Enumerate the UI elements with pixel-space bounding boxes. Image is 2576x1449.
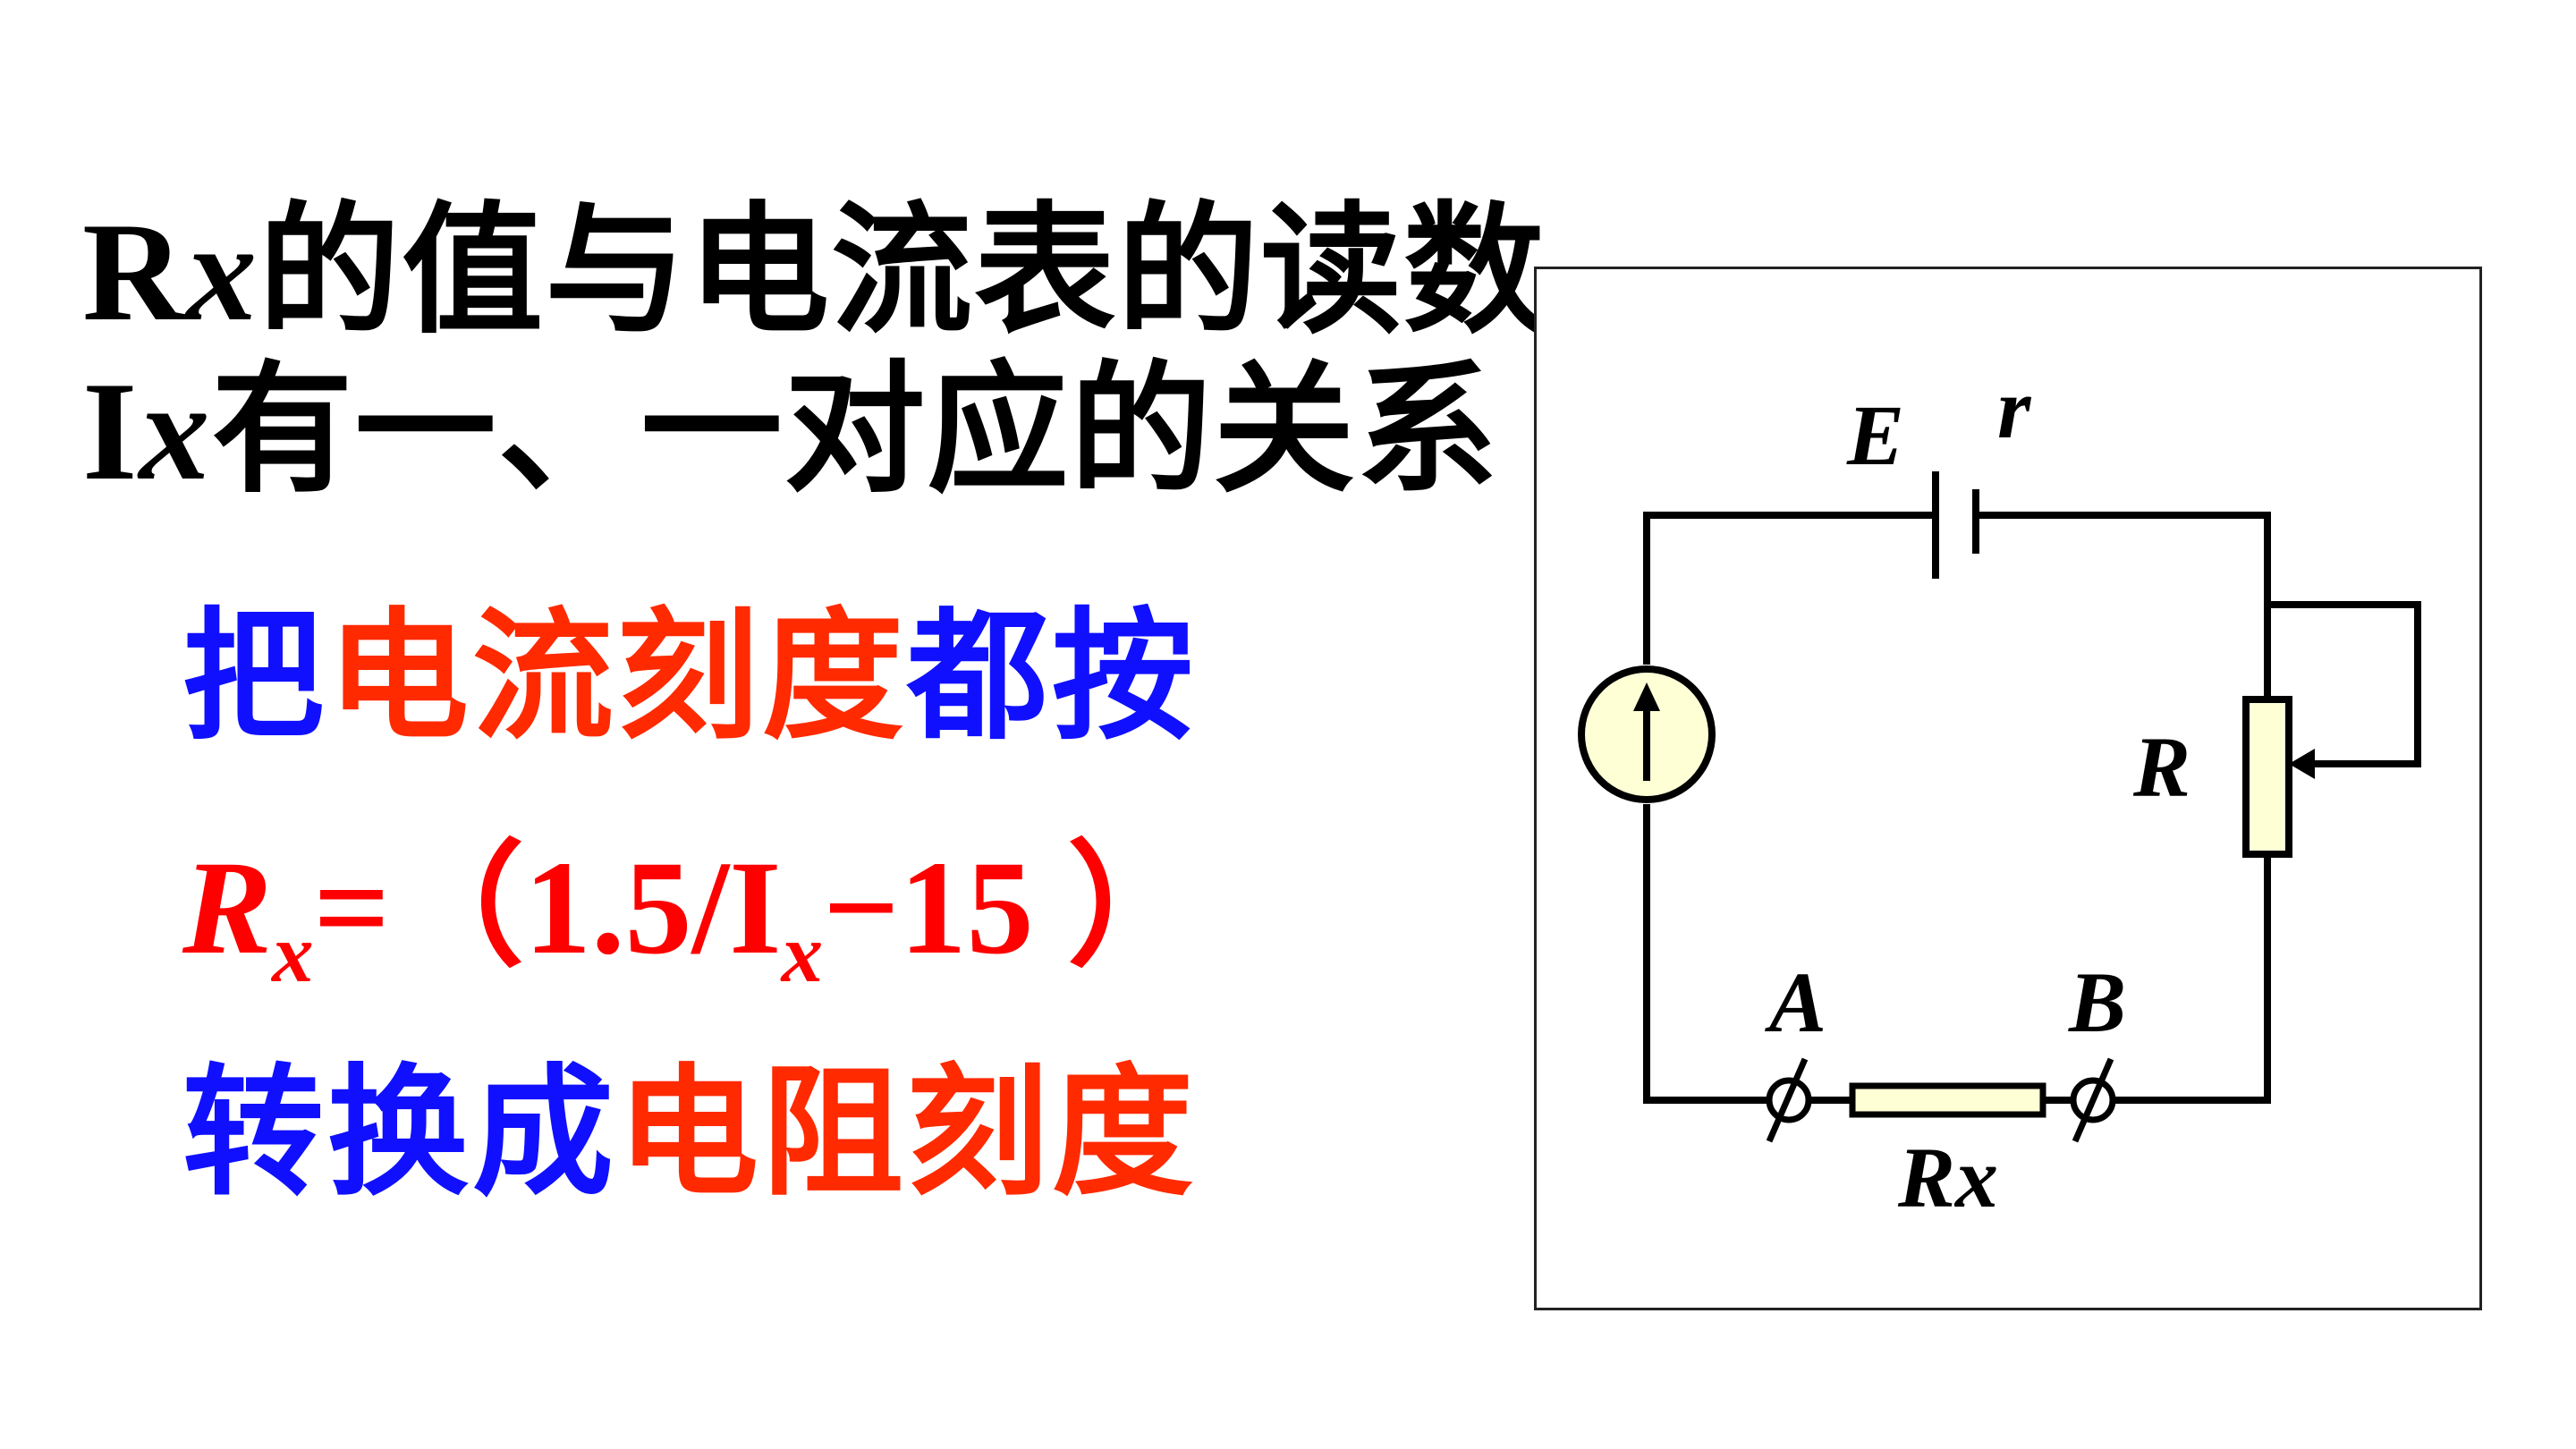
formula-i-subscript: x <box>781 907 824 1000</box>
resistor-rx-icon <box>1849 1082 2046 1118</box>
label-emf: E <box>1846 387 1904 483</box>
title-line-1: Rx的值与电流表的读数 <box>82 202 1546 343</box>
title-var-x: x <box>186 194 259 351</box>
terminal-b-slash <box>2072 1057 2114 1143</box>
instruction-blue-convert: 转换成 <box>182 1056 617 1213</box>
instruction-line-3: 转换成电阻刻度 <box>182 1064 1197 1206</box>
formula-eq-part: =（1.5/I <box>313 834 782 982</box>
instruction-blue-dou-an: 都按 <box>907 600 1197 757</box>
title-var-i: I <box>82 353 140 510</box>
formula-line: Rx=（1.5/Ix−15 ） <box>182 841 1201 996</box>
label-rx: Rx <box>1897 1130 1998 1225</box>
label-rheostat: R <box>2132 719 2190 815</box>
title-line-2: Ix有一、一对应的关系 <box>82 361 1500 503</box>
title-var-r: R <box>82 194 187 351</box>
title-var-x-2: x <box>139 353 212 510</box>
wire-rheostat-slider <box>2264 601 2421 767</box>
terminal-b-icon <box>2070 1057 2116 1143</box>
title-text-2: 有一、一对应的关系 <box>211 353 1500 510</box>
instruction-line-1: 把电流刻度都按 <box>182 608 1197 750</box>
circuit-diagram: E r R A B Rx <box>1578 360 2421 1225</box>
rheostat-icon <box>2242 696 2315 858</box>
ammeter-icon <box>1578 665 1716 803</box>
instruction-blue-ba: 把 <box>182 600 327 757</box>
rheostat-slider-arrow <box>2289 749 2315 779</box>
label-internal-resistance: r <box>1997 360 2032 456</box>
battery-icon <box>1932 471 1979 579</box>
instruction-red-current-scale: 电流刻度 <box>327 600 907 757</box>
ammeter-arrow-head <box>1633 682 1660 711</box>
terminal-a-slash <box>1766 1057 1809 1143</box>
formula-r: R <box>182 834 273 982</box>
title-text-1: 的值与电流表的读数 <box>258 194 1547 351</box>
instruction-red-resistance-scale: 电阻刻度 <box>617 1056 1197 1213</box>
formula-r-subscript: x <box>272 907 314 1000</box>
circuit-diagram-frame: E r R A B Rx <box>1534 267 2482 1310</box>
rheostat-body <box>2242 696 2292 858</box>
label-terminal-a: A <box>1765 954 1826 1050</box>
formula-rest: −15 ） <box>823 834 1202 982</box>
circuit-wires <box>1643 512 2421 1104</box>
label-terminal-b: B <box>2068 954 2126 1050</box>
terminal-a-icon <box>1766 1057 1812 1143</box>
